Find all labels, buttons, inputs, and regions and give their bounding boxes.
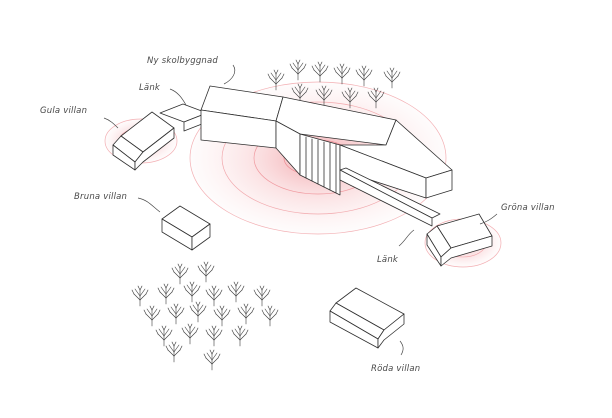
glazing-lines	[305, 136, 337, 194]
tree-icon	[205, 325, 223, 347]
label-yellow-villa: Gula villan	[40, 106, 87, 116]
label-link-east: Länk	[377, 255, 399, 265]
tree-icon	[181, 323, 199, 345]
tree-icon	[291, 83, 309, 105]
tree-icon	[311, 61, 329, 83]
tree-group-southwest	[131, 261, 279, 371]
label-link-west: Länk	[139, 83, 161, 93]
tree-icon	[341, 87, 359, 109]
tree-icon	[315, 85, 333, 107]
link-building-east	[339, 167, 441, 227]
tree-icon	[213, 305, 231, 327]
green-villa-building	[426, 213, 493, 267]
brown-villa-building	[161, 205, 211, 251]
tree-icon	[171, 263, 189, 285]
label-brown-villa: Bruna villan	[74, 192, 127, 202]
tree-icon	[167, 303, 185, 325]
tree-icon	[355, 65, 373, 87]
tree-icon	[189, 301, 207, 323]
label-new-school: Ny skolbyggnad	[147, 56, 218, 66]
tree-icon	[267, 69, 285, 91]
tree-icon	[165, 341, 183, 363]
tree-icon	[367, 87, 385, 109]
new-school-building	[200, 85, 453, 199]
tree-icon	[237, 303, 255, 325]
tree-icon	[227, 281, 245, 303]
tree-icon	[205, 285, 223, 307]
red-villa-building	[329, 287, 405, 349]
tree-icon	[183, 281, 201, 303]
yellow-villa-building	[112, 111, 175, 171]
tree-icon	[203, 349, 221, 371]
tree-icon	[143, 305, 161, 327]
tree-icon	[289, 59, 307, 81]
leader-lines	[103, 64, 498, 356]
tree-icon	[383, 67, 401, 89]
label-red-villa: Röda villan	[371, 364, 420, 374]
tree-icon	[231, 325, 249, 347]
tree-icon	[253, 285, 271, 307]
label-green-villa: Gröna villan	[501, 203, 555, 213]
tree-group-north	[267, 59, 401, 109]
tree-icon	[197, 261, 215, 283]
tree-icon	[131, 285, 149, 307]
tree-icon	[155, 325, 173, 347]
tree-icon	[333, 63, 351, 85]
tree-icon	[157, 283, 175, 305]
tree-icon	[261, 305, 279, 327]
